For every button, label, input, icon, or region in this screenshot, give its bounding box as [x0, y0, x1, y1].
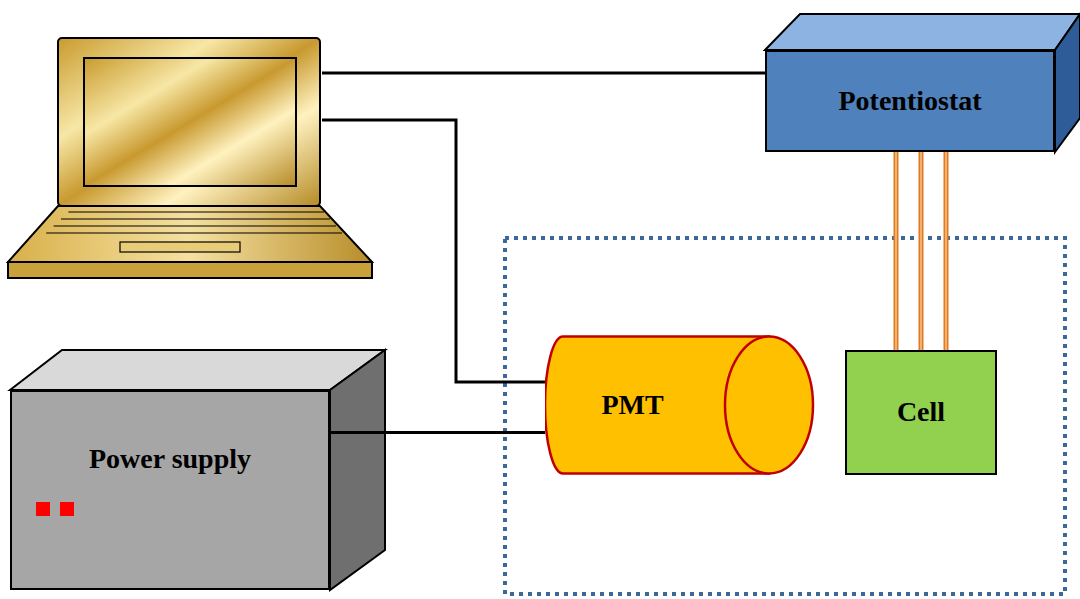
power-supply-box: Power supply	[10, 390, 330, 590]
node-label: Potentiostat	[838, 86, 981, 117]
pmt-cylinder: PMT	[545, 335, 815, 475]
laptop-trackpad	[120, 242, 240, 252]
potentiostat-box: Potentiostat	[765, 50, 1055, 152]
laptop-lid	[58, 38, 320, 206]
keyboard-row	[54, 225, 336, 226]
pmt-window	[725, 337, 813, 474]
laptop-keyboard-base	[8, 206, 372, 262]
electrode-lead	[894, 152, 899, 350]
electrode-lead-highlight	[920, 152, 922, 350]
node-label: PMT	[601, 390, 663, 421]
electrode-lead	[919, 152, 924, 350]
connector	[896, 152, 946, 350]
box-top-face	[765, 14, 1080, 50]
power-cable	[330, 431, 545, 434]
box-top-face	[10, 350, 385, 390]
keyboard-row	[61, 218, 330, 219]
pmt-outline	[545, 335, 815, 475]
electrode-lead-highlight	[895, 152, 897, 350]
indicator-lamp	[60, 502, 74, 516]
node-label: Power supply	[89, 444, 251, 475]
electrode-lead-highlight	[945, 152, 947, 350]
electrode-lead	[944, 152, 949, 350]
box-side-face	[1055, 14, 1080, 152]
laptop-front-edge	[8, 262, 372, 278]
node-label: Cell	[897, 397, 945, 428]
cell-box: Cell	[845, 350, 997, 475]
keyboard-row	[68, 211, 324, 212]
data-cable	[322, 120, 547, 382]
potentiostat-box	[765, 14, 1080, 152]
laptop-screen	[84, 58, 296, 186]
laptop-icon	[8, 38, 372, 278]
box-side-face	[330, 350, 385, 590]
connector	[330, 432, 545, 433]
data-cable	[322, 72, 765, 75]
laptop-keys	[46, 212, 342, 233]
power-supply-box	[10, 350, 385, 590]
indicator-lamp	[36, 502, 50, 516]
keyboard-row	[46, 232, 342, 233]
dark-box-outline	[505, 238, 1065, 594]
